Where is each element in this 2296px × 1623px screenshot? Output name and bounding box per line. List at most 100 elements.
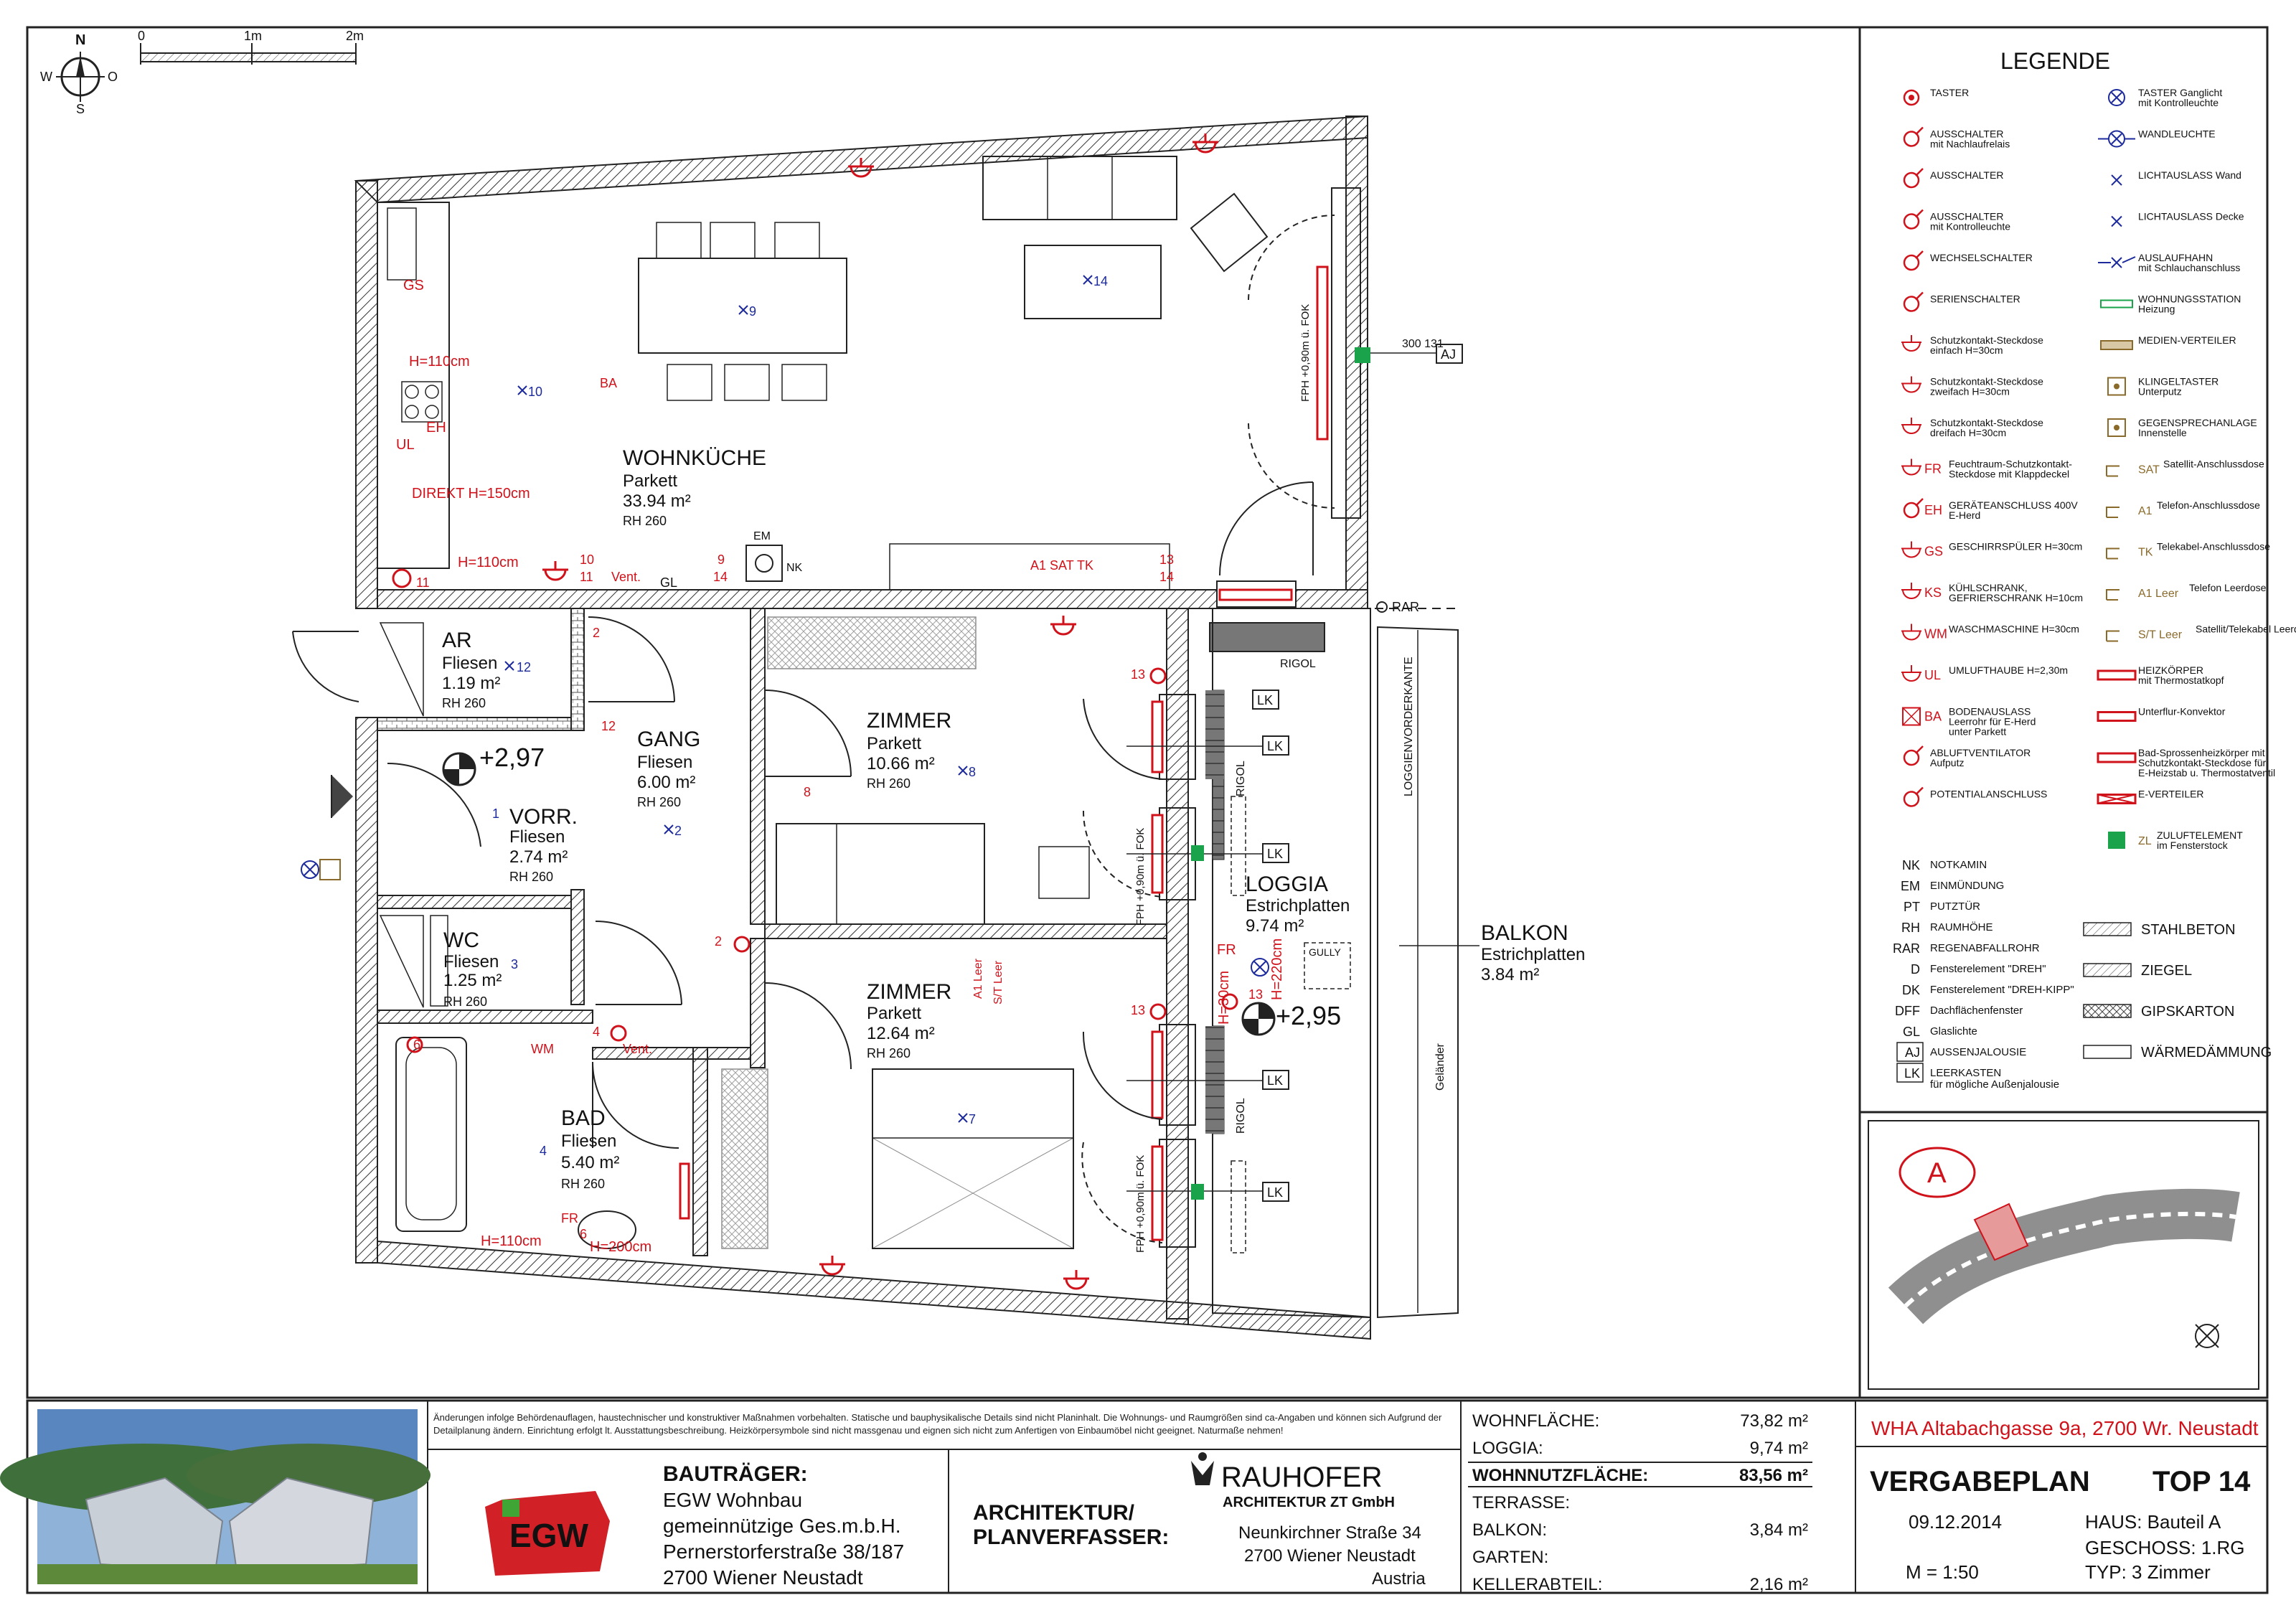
svg-text:9: 9 — [718, 552, 725, 567]
lk-box-5: LK — [1126, 1182, 1289, 1202]
outlet-symbols — [392, 133, 1238, 1290]
svg-text:LK: LK — [1267, 847, 1283, 861]
balcony-outline — [1377, 626, 1459, 1319]
abbr-label: RAUMHÖHE — [1930, 921, 1993, 933]
rar-label: RAR — [1392, 600, 1419, 614]
project-haus: HAUS: Bauteil A — [2085, 1511, 2221, 1533]
wardrobe-zimmer1 — [767, 616, 977, 669]
em-label: EM — [753, 530, 771, 542]
svg-text:33.94 m²: 33.94 m² — [623, 491, 691, 511]
disclaimer: Änderungen infolge Behördenauflagen, hau… — [433, 1412, 1442, 1436]
ziegel-hatch: ZIEGEL — [2083, 963, 2192, 979]
kitchen-counter — [377, 202, 450, 569]
abluftventilator-icon — [1903, 745, 1924, 766]
wall-east-rooms — [1166, 608, 1189, 1319]
svg-text:Vent.: Vent. — [623, 1042, 652, 1056]
svg-text:RH 260: RH 260 — [867, 776, 911, 791]
svg-text:13: 13 — [1131, 1003, 1145, 1017]
area-label: BALKON: — [1472, 1520, 1547, 1540]
unterflur-konvektor-icon — [2097, 711, 2137, 722]
zuluft-element-zimmer1 — [1191, 845, 1204, 861]
bed-zimmer2 — [872, 1068, 1074, 1249]
area-value: 2,16 m² — [1750, 1575, 1808, 1594]
architekt-line-3: Austria — [1372, 1569, 1426, 1589]
room-label-loggia: LOGGIA Estrichplatten 9.74 m² — [1246, 872, 1350, 936]
svg-text:1.25 m²: 1.25 m² — [443, 971, 502, 990]
material-label: GIPSKARTON — [2141, 1004, 2234, 1020]
wall-south-loggia — [1187, 1302, 1371, 1340]
area-value: 73,82 m² — [1740, 1411, 1808, 1431]
keyplan-frame — [1858, 1111, 2269, 1399]
svg-text:11: 11 — [416, 575, 430, 590]
feuchtraum-steckdose-icon — [1901, 458, 1921, 476]
svg-text:1.19 m²: 1.19 m² — [442, 674, 500, 693]
legend-item-right: WANDLEUCHTE — [2098, 128, 2216, 148]
svg-text:7: 7 — [969, 1112, 976, 1126]
gl-label: GL — [660, 575, 677, 590]
abbr-label: PUTZTÜR — [1930, 900, 1980, 913]
svg-text:Parkett: Parkett — [623, 471, 677, 491]
taster-ganglicht-icon — [2108, 89, 2125, 106]
zuluftelement-icon — [2108, 832, 2125, 849]
svg-text:ARCHITEKTUR ZT GmbH: ARCHITEKTUR ZT GmbH — [1223, 1495, 1395, 1510]
convector-kitchen — [1218, 588, 1293, 601]
gully-label: GULLY — [1309, 946, 1342, 958]
svg-text:Fliesen: Fliesen — [509, 827, 565, 847]
material-label: ZIEGEL — [2141, 963, 2192, 979]
wall-ar-south — [377, 717, 572, 731]
steckdose-ul-icon — [1901, 665, 1921, 682]
wohnungsstation-icon — [2100, 299, 2133, 309]
svg-text:14: 14 — [1093, 274, 1108, 288]
abbr-code: EM — [1901, 879, 1920, 893]
keyplan-badge — [1899, 1147, 1976, 1198]
svg-text:Vent.: Vent. — [611, 570, 641, 584]
svg-text:8: 8 — [804, 785, 811, 799]
svg-text:13: 13 — [1131, 667, 1145, 682]
legend-label: SERIENSCHALTER — [1930, 293, 2020, 305]
legend-label: Feuchtraum-Schutzkontakt-Steckdose mit K… — [1949, 458, 2072, 480]
scale-tick-2m: 2m — [346, 29, 364, 43]
svg-text:2: 2 — [674, 824, 682, 838]
title-block: Änderungen infolge Behördenauflagen, hau… — [0, 1401, 2267, 1594]
keyplan-highlight-top14 — [1973, 1203, 2029, 1261]
telekabel-icon — [2106, 547, 2119, 560]
legend-code: A1 Leer — [2138, 588, 2179, 600]
svg-text:EH: EH — [426, 420, 446, 436]
dining-table — [638, 258, 847, 354]
bed-zimmer1 — [776, 823, 985, 925]
zuluft-element-zimmer2 — [1191, 1184, 1204, 1200]
ausschalter-nachlauf-icon — [1903, 126, 1924, 147]
wall-vorr-south — [377, 895, 572, 909]
svg-text:H=110cm: H=110cm — [409, 354, 470, 370]
legend-label: Telekabel-Anschlussdose — [2157, 541, 2270, 552]
abbr-label: Fensterelement "DREH" — [1930, 963, 2046, 975]
svg-text:Parkett: Parkett — [867, 734, 921, 753]
telefon-icon — [2106, 507, 2119, 518]
rigol-label-3: RIGOL — [1235, 1098, 1247, 1134]
svg-text:GANG: GANG — [637, 728, 700, 751]
svg-text:6: 6 — [580, 1227, 587, 1241]
svg-text:9: 9 — [749, 304, 756, 319]
abbr-code: GL — [1903, 1025, 1920, 1039]
svg-text:AJ: AJ — [1441, 347, 1456, 362]
rigol-label-1: RIGOL — [1280, 658, 1316, 670]
legend-label: KÜHLSCHRANK,GEFRIERSCHRANK H=10cm — [1949, 581, 2083, 603]
egw-logo: EGW — [485, 1491, 610, 1576]
steckdose-zweifach-icon — [1901, 376, 1921, 393]
svg-text:H=110cm: H=110cm — [481, 1233, 542, 1249]
legend-code: EH — [1924, 503, 1942, 517]
